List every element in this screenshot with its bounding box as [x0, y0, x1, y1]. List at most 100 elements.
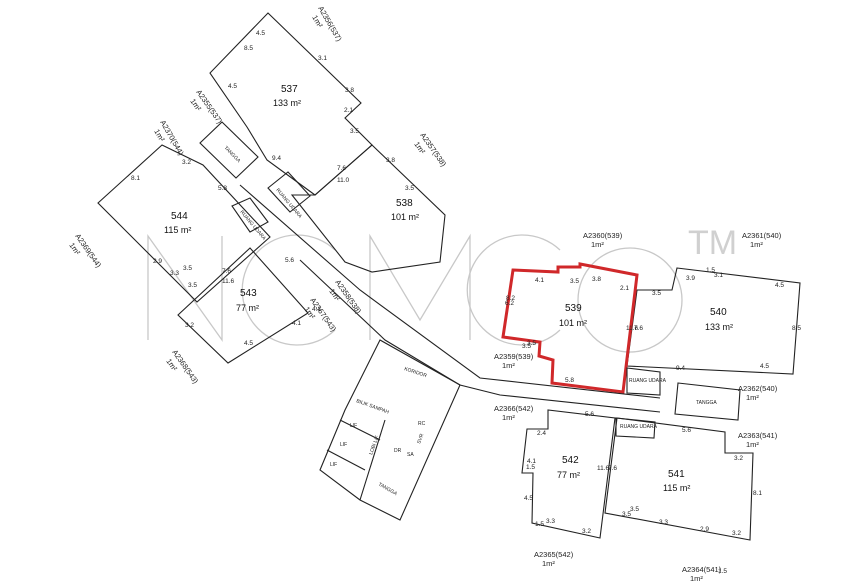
- dimension-label: 4.5: [775, 282, 784, 289]
- unit-537-area: 133 m²: [273, 98, 301, 108]
- label-ruang-udara: RUANG UDARA: [629, 378, 667, 384]
- lift-divider: [326, 449, 366, 471]
- unit-543-outline: [177, 247, 309, 364]
- label-svr: SVR: [416, 433, 425, 445]
- dimension-label: 3.5: [183, 265, 192, 272]
- dimension-label: 4.5: [228, 83, 237, 90]
- dimension-label: 5.8: [218, 185, 227, 192]
- dimension-label: 4.5: [760, 363, 769, 370]
- dimension-label: 3.2: [185, 322, 194, 329]
- accessory-parcel-area: 1m²: [746, 440, 759, 449]
- accessory-parcel-area: 1m²: [591, 240, 604, 249]
- unit-labels: 537 133 m² 538 101 m² 544 115 m² 543 77 …: [164, 84, 733, 493]
- dimension-label: 3.8: [345, 87, 354, 94]
- unit-544-area: 115 m²: [164, 225, 191, 235]
- dimension-label: 3.8: [592, 276, 601, 283]
- dimension-label: 2.9: [153, 258, 162, 265]
- dimension-label: 8.5: [792, 325, 801, 332]
- dimension-label: 8.1: [131, 175, 140, 182]
- unit-538-area: 101 m²: [391, 212, 419, 222]
- unit-541-outline: [604, 417, 754, 541]
- label-rc: RC: [418, 421, 426, 427]
- dimension-label: 3.5: [570, 278, 579, 285]
- dimension-label: 3.2: [732, 530, 741, 537]
- dimension-label: 3.5: [622, 511, 631, 518]
- label-lif: LIF: [340, 442, 347, 448]
- dimension-label: 4.5: [244, 340, 253, 347]
- accessory-parcel-area: 1m²: [750, 240, 763, 249]
- accessory-parcel-id: A2365(542): [534, 550, 574, 559]
- dimension-label: 11.6: [626, 325, 639, 332]
- label-lif: LIF: [330, 462, 337, 468]
- dimension-label: 4.5: [524, 495, 533, 502]
- dimension-label: 6.2: [505, 300, 514, 307]
- dimension-label: 3.5: [188, 282, 197, 289]
- label-tangga: TANGGA: [377, 482, 399, 498]
- unit-540-number: 540: [710, 307, 727, 318]
- accessory-parcel-id: A2360(539): [583, 231, 623, 240]
- unit-544-outline: [97, 144, 271, 303]
- dimension-label: 3.9: [686, 275, 695, 282]
- dimension-label: 1.5: [706, 267, 715, 274]
- accessory-parcel-area: 1m²: [502, 413, 515, 422]
- dimension-label: 2.9: [700, 526, 709, 533]
- dimension-label: 11.6: [597, 465, 610, 472]
- dimension-label: 5.6: [682, 427, 691, 434]
- dimension-label: 4.5: [256, 30, 265, 37]
- dimension-label: 1.5: [718, 568, 727, 575]
- dimension-label: 8.1: [753, 490, 762, 497]
- stair-block-540: [674, 382, 741, 421]
- unit-538-number: 538: [396, 198, 413, 209]
- dimension-label: 5.6: [585, 411, 594, 418]
- accessory-parcel-area: 1m²: [502, 361, 515, 370]
- unit-544-number: 544: [171, 211, 188, 222]
- label-tangga: TANGGA: [223, 145, 242, 164]
- watermark-letter-c2: [466, 234, 561, 346]
- common-areas: [199, 121, 741, 521]
- dimension-label: 7.6: [608, 465, 617, 472]
- dimension-label: 7.6: [222, 268, 231, 275]
- accessory-parcel-id: A2361(540): [742, 231, 782, 240]
- dimension-label: 9.4: [676, 365, 685, 372]
- dimension-label: 3.3: [170, 270, 179, 277]
- watermark-letter-o: [577, 247, 683, 353]
- accessory-parcel-id: A2363(541): [738, 431, 778, 440]
- dimension-label: 1.5: [526, 464, 535, 471]
- watermark: TM: [147, 224, 737, 353]
- label-lobi-lif: LOBI LIF: [368, 435, 380, 456]
- corridor-wall-upper: [239, 184, 661, 399]
- unit-539-outline-highlighted[interactable]: [501, 262, 639, 394]
- stair-block-537: [199, 121, 259, 179]
- unit-543-number: 543: [240, 288, 257, 299]
- dimension-label: 3.5: [522, 343, 531, 350]
- label-ruang-udara: RUANG UDARA: [620, 424, 658, 430]
- watermark-letter-c: [241, 234, 336, 346]
- accessory-parcel-id: A2362(540): [738, 384, 778, 393]
- unit-543-area: 77 m²: [236, 303, 259, 313]
- watermark-letter-n: [147, 233, 223, 343]
- dimension-label: 3.3: [659, 519, 668, 526]
- dimension-label: 11.0: [337, 177, 350, 184]
- accessory-parcel-id: A2366(542): [494, 404, 534, 413]
- air-well-541: [615, 417, 656, 439]
- lobby-divider: [359, 419, 386, 501]
- dimension-label: 3.1: [714, 272, 723, 279]
- unit-541-number: 541: [668, 469, 685, 480]
- unit-538-outline: [290, 144, 446, 273]
- dimension-label: 4.1: [535, 277, 544, 284]
- air-well-539: [626, 367, 661, 396]
- dimension-label: 8.5: [244, 45, 253, 52]
- dimension-label: 3.5: [350, 128, 359, 135]
- lift-divider: [339, 419, 381, 441]
- unit-539-number: 539: [565, 303, 582, 314]
- accessory-parcel-id: A2364(541): [682, 565, 722, 574]
- unit-540-area: 133 m²: [705, 322, 733, 332]
- label-tangga: TANGGA: [696, 400, 717, 406]
- dimension-label: 3.5: [652, 290, 661, 297]
- dimension-label: 3.8: [386, 157, 395, 164]
- unit-542-outline: [521, 409, 616, 539]
- label-sa: SA: [407, 452, 414, 458]
- dimension-label: 2.4: [537, 430, 546, 437]
- dimension-label: 3.3: [546, 518, 555, 525]
- unit-541-area: 115 m²: [663, 483, 690, 493]
